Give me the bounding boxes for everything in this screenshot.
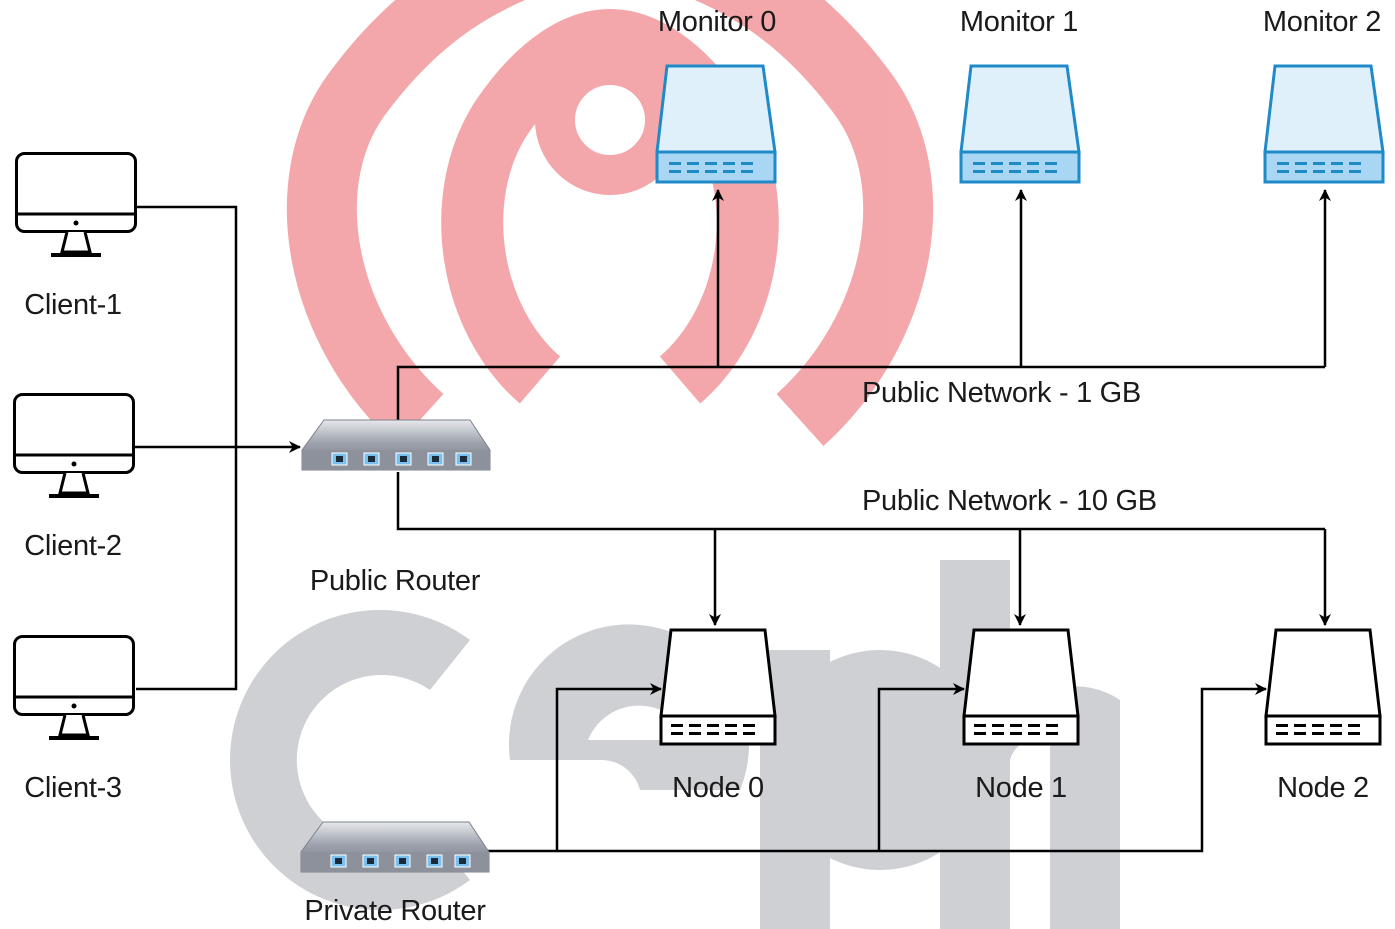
connections (134, 189, 1331, 853)
public-router-icon (301, 419, 491, 471)
client-1-icon (15, 152, 137, 257)
public-network-1gb-line (396, 365, 1325, 420)
monitor-1-label: Monitor 1 (959, 6, 1079, 38)
node-0-label: Node 0 (672, 772, 764, 804)
public-router-label: Public Router (309, 565, 481, 597)
ceph-logo-watermark (286, 0, 934, 446)
client-2-label: Client-2 (24, 530, 122, 562)
monitor-2-label: Monitor 2 (1262, 6, 1382, 38)
client-2-icon (13, 393, 135, 498)
monitor-0-label: Monitor 0 (657, 6, 777, 38)
public-network-1gb-label: Public Network - 1 GB (862, 377, 1141, 409)
private-router-label: Private Router (304, 895, 486, 927)
public-network-10gb-label: Public Network - 10 GB (862, 485, 1157, 517)
node-2-icon (1264, 628, 1382, 746)
private-network-line (470, 683, 1267, 853)
link-node-1-private (877, 683, 965, 851)
monitor-0-icon (655, 64, 777, 184)
client-3-icon (13, 635, 135, 740)
link-node-0-private (555, 683, 662, 851)
node-1-label: Node 1 (975, 772, 1067, 804)
node-2-label: Node 2 (1277, 772, 1369, 804)
monitor-1-icon (959, 64, 1081, 184)
public-network-10gb-line (396, 472, 1325, 531)
private-router-icon (300, 821, 490, 873)
node-1-icon (962, 628, 1080, 746)
client-3-label: Client-3 (24, 772, 122, 804)
monitor-2-icon (1263, 64, 1385, 184)
node-0-icon (659, 628, 777, 746)
client-1-label: Client-1 (24, 289, 122, 321)
ceph-text-watermark (230, 560, 1120, 929)
